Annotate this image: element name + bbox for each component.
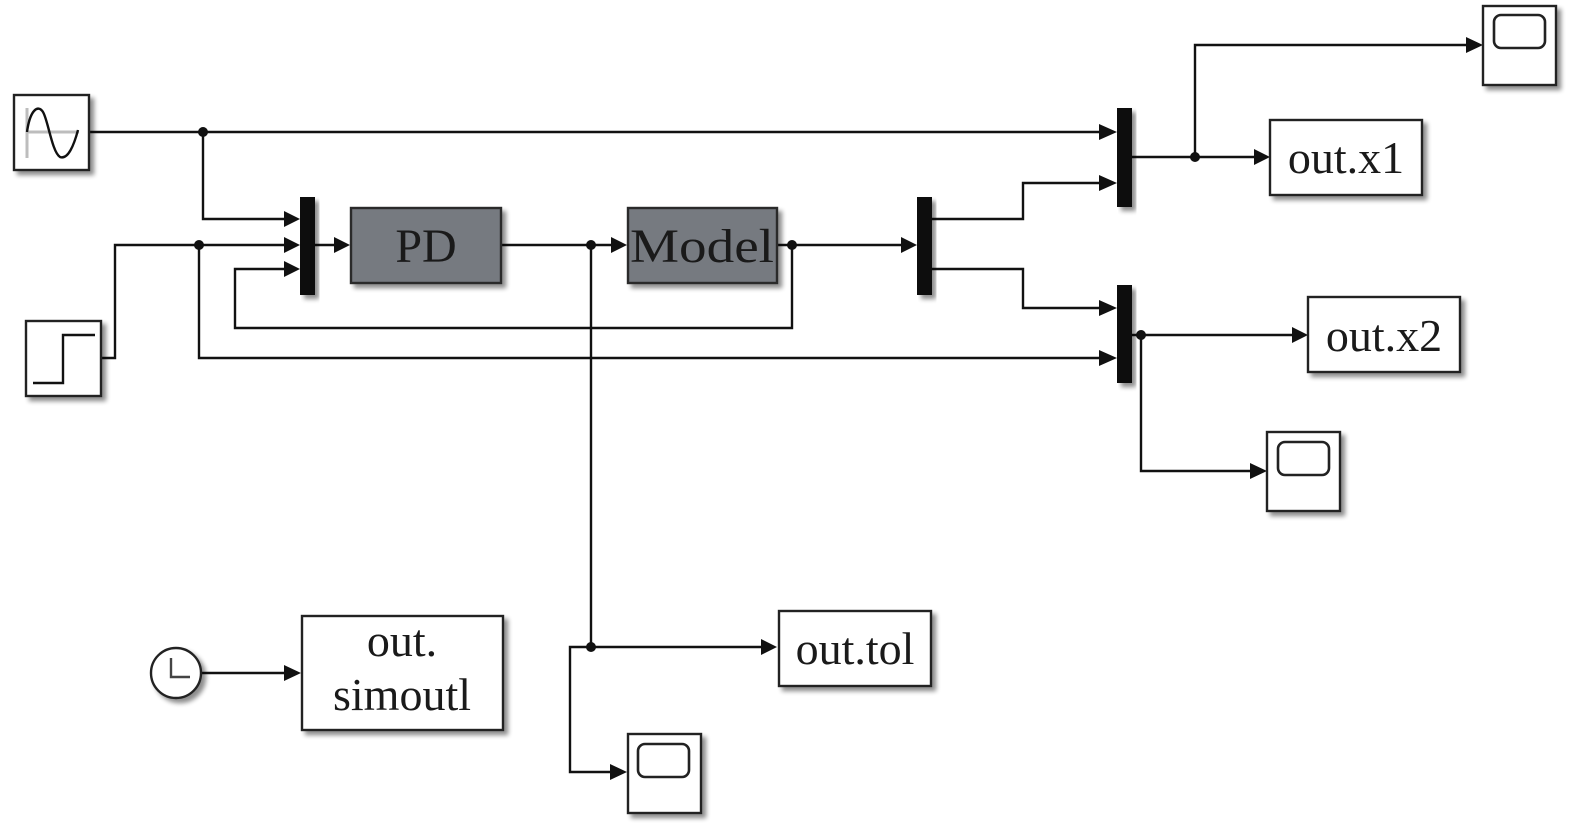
branch-point-step xyxy=(194,240,204,250)
arrow-demux-in xyxy=(901,237,917,253)
out-simout-block[interactable] xyxy=(300,614,505,732)
arrow-out-simout xyxy=(284,665,301,681)
branch-point-pd xyxy=(586,240,596,250)
branch-point-x1 xyxy=(1190,152,1200,162)
mux-x1-block[interactable] xyxy=(1117,108,1132,207)
out-x1-label: out.x1 xyxy=(1288,132,1404,183)
branch-point-sine xyxy=(198,127,208,137)
model-block[interactable] xyxy=(626,206,779,285)
demux-block[interactable] xyxy=(917,197,932,295)
arrow-pd-in xyxy=(334,237,350,253)
wire-mux-x1-to-scope[interactable] xyxy=(1193,43,1468,157)
sine-wave-icon xyxy=(25,107,80,159)
scope-icon xyxy=(636,742,691,779)
arrow-out-tol xyxy=(761,639,777,655)
out-tol-block[interactable] xyxy=(777,609,933,688)
wire-demux-to-mux-x1[interactable] xyxy=(932,181,1100,221)
scope-icon xyxy=(1492,13,1547,50)
arrow-mux-input-3 xyxy=(284,261,300,277)
arrow-mux-input-2 xyxy=(284,237,300,253)
scope-icon xyxy=(1276,440,1331,477)
pd-block[interactable] xyxy=(349,206,503,285)
arrow-scope-x1 xyxy=(1466,37,1483,53)
model-label: Model xyxy=(630,220,774,273)
mux-input-block[interactable] xyxy=(300,197,315,295)
out-simout-label-line2: simoutl xyxy=(333,669,471,720)
arrow-mux-x2-2 xyxy=(1099,350,1117,366)
arrow-out-x1 xyxy=(1254,149,1270,165)
branch-points xyxy=(194,127,1200,652)
arrow-scope-x2 xyxy=(1250,463,1267,479)
clock-icon xyxy=(169,658,190,679)
wire-step-to-mux-x2[interactable] xyxy=(197,245,1100,360)
out-tol-label: out.tol xyxy=(796,623,915,674)
arrow-scope-tol xyxy=(610,764,627,780)
mux-x2-block[interactable] xyxy=(1117,285,1132,383)
branch-point-tol xyxy=(586,642,596,652)
arrow-out-x2 xyxy=(1292,327,1308,343)
out-x1-block[interactable] xyxy=(1268,118,1424,197)
arrow-mux-x2-1 xyxy=(1099,300,1117,316)
arrow-mux-x1-1 xyxy=(1099,124,1117,140)
arrow-model-in xyxy=(611,237,627,253)
pd-label: PD xyxy=(395,220,456,273)
out-x2-label: out.x2 xyxy=(1326,310,1442,361)
arrow-mux-x1-2 xyxy=(1099,175,1117,191)
branch-point-x2 xyxy=(1136,330,1146,340)
arrowheads xyxy=(284,37,1483,780)
wire-feedback[interactable] xyxy=(233,245,794,330)
out-x2-block[interactable] xyxy=(1306,295,1462,374)
clock-block[interactable] xyxy=(149,646,203,700)
wire-sine-to-mux-input[interactable] xyxy=(201,132,286,221)
wire-mux-x2-to-scope[interactable] xyxy=(1139,335,1252,473)
arrow-mux-input-1 xyxy=(284,211,300,227)
branch-point-model xyxy=(787,240,797,250)
step-icon xyxy=(33,333,95,385)
out-simout-label-line1: out. xyxy=(367,615,437,666)
wire-pd-to-scope-tol[interactable] xyxy=(568,645,612,774)
wire-demux-to-mux-x2[interactable] xyxy=(932,267,1100,310)
wire-pd-to-out-tol[interactable] xyxy=(589,245,762,649)
wire-step-to-mux-input[interactable] xyxy=(102,243,286,360)
